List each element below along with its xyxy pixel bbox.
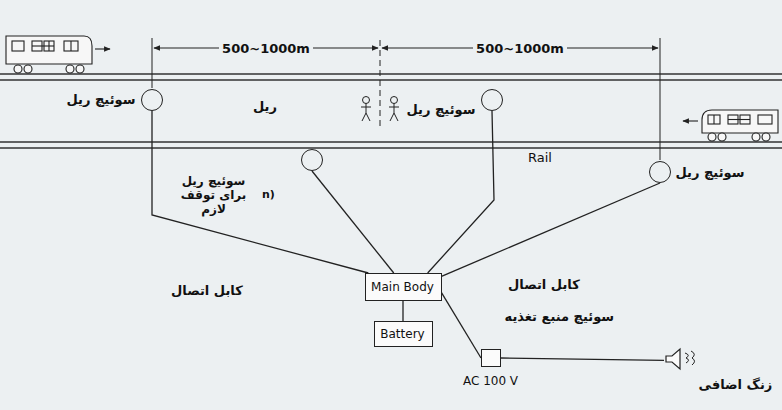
connection-cable [442, 183, 661, 276]
connection-cable [152, 111, 368, 273]
dimension-text: 500~1000m [219, 41, 313, 56]
train [683, 110, 778, 141]
node-text: زنگ اضافی [699, 377, 773, 392]
rail-label: ریل [253, 99, 277, 114]
node-text: سوئیچ ریل [67, 92, 136, 107]
connection-cable [501, 358, 664, 360]
extra-bell: زنگ اضافی [664, 346, 700, 372]
node-text: سوئیچ ریل [407, 102, 476, 117]
main-body-box: Main Body [365, 273, 442, 301]
connection-cable [312, 171, 394, 273]
cable-label: کابل اتصال [505, 277, 583, 292]
rail-track [0, 74, 782, 148]
note-text: n) [262, 188, 275, 201]
bell-icon [664, 346, 700, 372]
stop-rail-switch: سوئیچ ریل برای توقف لازم [301, 149, 323, 171]
dimension-text: 500~1000m [473, 41, 567, 56]
cable-label: کابل اتصال [168, 283, 246, 298]
rail-switch: سوئیچ ریل [141, 89, 163, 111]
connection-cable [402, 301, 403, 321]
dimension-line [152, 38, 660, 160]
rail-switch: سوئیچ ریل [481, 89, 503, 111]
connection-cable [442, 293, 482, 358]
bell-icon [666, 349, 680, 369]
node-text: AC 100 V [463, 374, 518, 388]
node-text: سوئیچ ریل برای توقف لازم [168, 174, 260, 216]
sound-waves [685, 351, 695, 365]
power-switch-box: سوئیچ منبع تغذیهAC 100 V [481, 349, 501, 367]
node-text: سوئیچ ریل [676, 165, 745, 180]
battery-box: Battery [374, 321, 433, 347]
person-figure [361, 97, 399, 122]
node-text: Battery [380, 327, 424, 341]
node-text: سوئیچ منبع تغذیه [505, 309, 615, 324]
rail-label: Rail [528, 150, 552, 165]
connection-cable [428, 111, 494, 273]
rail-switch: سوئیچ ریل [649, 161, 671, 183]
train [6, 36, 110, 73]
node-text: Main Body [371, 280, 434, 294]
